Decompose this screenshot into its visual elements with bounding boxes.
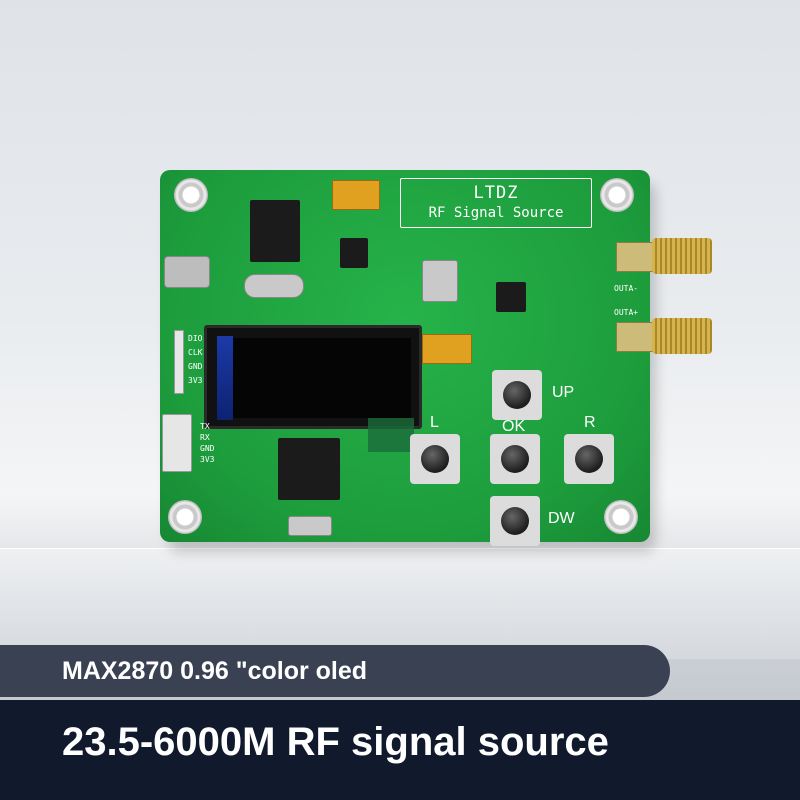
ok-label: OK	[502, 418, 526, 435]
spec-text: MAX2870 0.96 "color oled	[62, 657, 368, 685]
mounting-hole	[600, 178, 634, 212]
oscillator	[422, 260, 458, 302]
connector-label: OUTA+	[614, 308, 639, 317]
mcu-chip	[278, 438, 340, 500]
ok-button-cap	[501, 445, 529, 473]
crystal	[244, 274, 304, 298]
oled-edge	[217, 336, 233, 420]
crystal	[288, 516, 332, 536]
headline-banner: 23.5-6000M RF signal source	[0, 700, 800, 800]
pin-label-dio: DIO	[188, 334, 203, 343]
mounting-hole	[604, 500, 638, 534]
usb-connector	[164, 256, 210, 288]
oled-display	[204, 325, 422, 429]
left-button[interactable]	[410, 434, 460, 484]
board-subtitle: RF Signal Source	[428, 205, 564, 221]
tantalum-capacitor	[332, 180, 380, 210]
regulator-chip	[340, 238, 368, 268]
ic-chip	[250, 200, 300, 262]
display-flex-cable	[368, 418, 414, 452]
headline-text: 23.5-6000M RF signal source	[62, 720, 609, 764]
board-name: LTDZ	[473, 183, 519, 203]
pin-label-3v3: 3V3	[200, 455, 215, 464]
right-button[interactable]	[564, 434, 614, 484]
up-label: UP	[552, 384, 575, 401]
pin-label-tx: TX	[200, 422, 210, 431]
pin-header	[174, 330, 184, 394]
mounting-hole	[168, 500, 202, 534]
board-title-box: LTDZ RF Signal Source	[400, 178, 592, 228]
right-label: R	[584, 414, 596, 431]
sma-connector-outa-minus	[616, 238, 716, 274]
uart-connector	[162, 414, 192, 472]
left-label: L	[430, 414, 439, 431]
left-button-cap	[421, 445, 449, 473]
right-button-cap	[575, 445, 603, 473]
oled-screen	[221, 338, 411, 418]
connector-label: OUTA-	[614, 284, 639, 293]
down-label: DW	[548, 510, 575, 527]
down-button-cap	[501, 507, 529, 535]
up-button-cap	[503, 381, 531, 409]
pin-label-gnd: GND	[188, 362, 203, 371]
display-podium	[0, 548, 800, 659]
max2870-chip	[496, 282, 526, 312]
spec-banner: MAX2870 0.96 "color oled	[0, 645, 670, 697]
up-button[interactable]	[492, 370, 542, 420]
mounting-hole	[174, 178, 208, 212]
ok-button[interactable]	[490, 434, 540, 484]
pin-label-gnd: GND	[200, 444, 215, 453]
pcb-board: LTDZ RF Signal Source OUTA- OUTA+ DIO	[160, 170, 712, 546]
pin-label-rx: RX	[200, 433, 210, 442]
pin-label-clk: CLK	[188, 348, 203, 357]
down-button[interactable]	[490, 496, 540, 546]
sma-connector-outa-plus	[616, 318, 716, 354]
pin-label-3v3: 3V3	[188, 376, 203, 385]
tantalum-capacitor	[422, 334, 472, 364]
